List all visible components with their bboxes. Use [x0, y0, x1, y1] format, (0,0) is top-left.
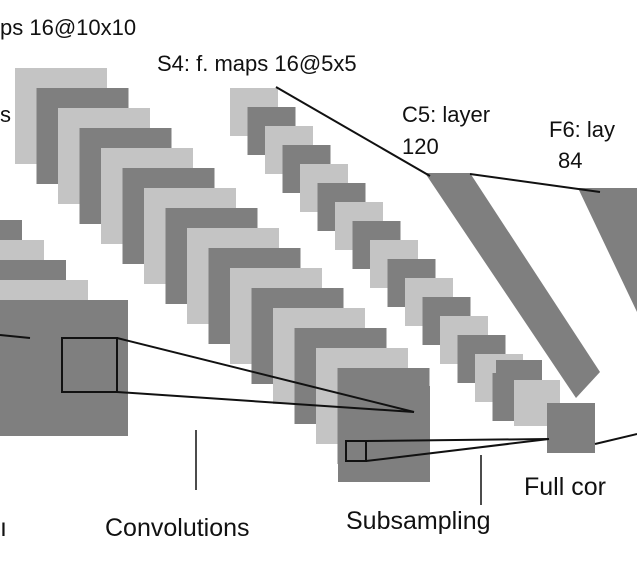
c5-front-unit [547, 403, 595, 453]
receptive-field-box-c3 [61, 337, 118, 393]
subsampling-label: Subsampling [346, 507, 491, 535]
projection-line-top [116, 337, 415, 413]
s4-front-feature-map [338, 386, 430, 482]
connection-line-c5-f6 [469, 173, 601, 193]
c2-feature-map-2 [0, 220, 22, 242]
c2-feature-map-4 [0, 260, 66, 282]
receptive-field-box-s4 [345, 440, 367, 462]
connection-line-left [0, 334, 31, 339]
connection-line-full [594, 433, 637, 445]
f6-layer-band [578, 188, 637, 312]
left-caption-fragment: ı [0, 514, 7, 542]
full-connection-label: Full cor [524, 473, 606, 501]
convolutions-label: Convolutions [105, 514, 250, 542]
c3-front-feature-map [0, 300, 128, 436]
f6-size-label: 84 [558, 148, 583, 173]
c2-feature-map-3 [0, 240, 44, 262]
projection-line-bottom [116, 391, 415, 413]
c2-label-fragment: s [0, 102, 11, 127]
c2-feature-map-5 [0, 280, 88, 302]
projection-line-c5-bottom [365, 438, 550, 462]
c3-maps-label: ps 16@10x10 [0, 15, 137, 40]
projection-line-c5-top [365, 438, 550, 442]
connection-line-s4-c5 [275, 86, 431, 177]
c5-layer-band [425, 173, 600, 398]
s4-maps-label: S4: f. maps 16@5x5 [157, 51, 357, 76]
f6-layer-label: F6: lay [549, 117, 616, 142]
c5-size-label: 120 [402, 134, 439, 159]
c5-layer-label: C5: layer [402, 102, 491, 127]
